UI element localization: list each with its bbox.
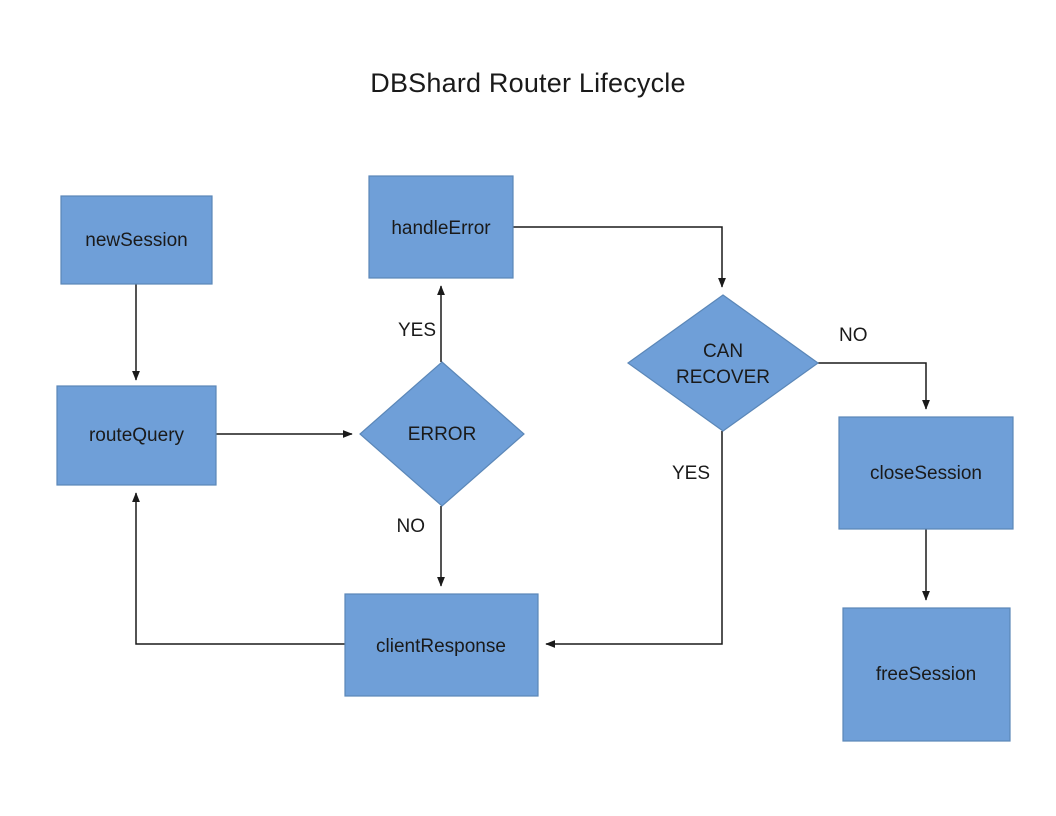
node-newsession-shape[interactable] [60, 195, 213, 285]
edge-clientresponse-to-routequery [132, 492, 345, 645]
node-canrecover-label-line1: CAN [703, 341, 743, 362]
edge-handleerror-to-canrecover [513, 226, 726, 288]
node-handleerror-label: handleError [391, 218, 491, 239]
node-freesession[interactable]: freeSession [842, 607, 1011, 742]
node-canrecover-label-line2: RECOVER [676, 367, 770, 388]
node-canrecover-shape[interactable] [626, 294, 820, 432]
node-clientresponse[interactable]: clientResponse [344, 593, 539, 697]
edge-canrecover-to-clientresponse [545, 431, 723, 648]
node-newsession-label: newSession [85, 230, 187, 251]
node-handleerror-shape[interactable] [368, 175, 514, 279]
node-handleerror[interactable]: handleError [368, 175, 514, 279]
edge-canrecover-to-closesession [818, 362, 930, 410]
edge-label-canrecover-yes: YES [672, 463, 710, 484]
node-closesession[interactable]: closeSession [838, 416, 1014, 530]
node-freesession-shape[interactable] [842, 607, 1011, 742]
edge-label-canrecover-no: NO [839, 325, 868, 346]
edge-label-error-yes: YES [398, 320, 436, 341]
node-routequery[interactable]: routeQuery [56, 385, 217, 486]
node-clientresponse-shape[interactable] [344, 593, 539, 697]
node-error-decision[interactable]: ERROR [359, 361, 525, 507]
node-error-label: ERROR [408, 424, 477, 445]
edge-label-error-no: NO [397, 516, 426, 537]
node-clientresponse-label: clientResponse [376, 636, 506, 657]
node-newsession[interactable]: newSession [60, 195, 213, 285]
node-closesession-shape[interactable] [838, 416, 1014, 530]
node-routequery-shape[interactable] [56, 385, 217, 486]
node-closesession-label: closeSession [870, 463, 982, 484]
page-title: DBShard Router Lifecycle [370, 68, 686, 98]
node-routequery-label: routeQuery [89, 425, 185, 446]
node-freesession-label: freeSession [876, 664, 976, 685]
node-error-shape[interactable] [359, 361, 525, 507]
node-canrecover-decision[interactable]: CAN RECOVER [626, 294, 820, 432]
